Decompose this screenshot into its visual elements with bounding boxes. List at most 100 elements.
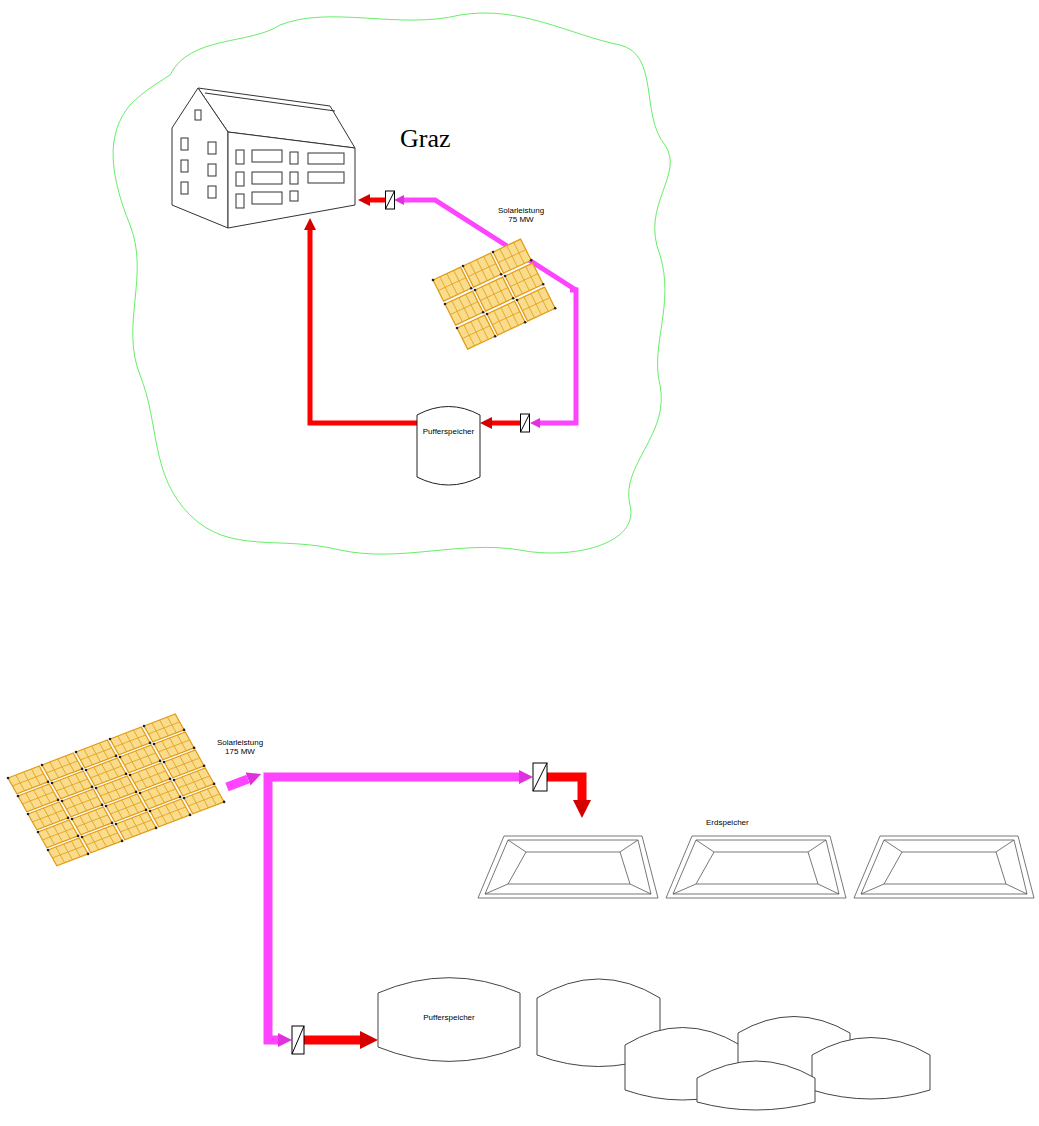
solar-pipe (404, 200, 576, 290)
module-dot (37, 831, 40, 834)
module-line (154, 807, 185, 819)
pit-edge (485, 884, 508, 894)
module-line (120, 820, 151, 832)
module-dot (87, 853, 90, 856)
node-label: Pufferspeicher (423, 427, 474, 436)
module-line (450, 302, 478, 315)
module-dot (189, 814, 192, 817)
module-dot (75, 751, 78, 754)
module-dot (456, 327, 459, 330)
module-dot (432, 279, 435, 282)
module-dot (153, 743, 156, 746)
window (308, 153, 344, 164)
solar-module (82, 825, 122, 853)
heat-pipe (310, 230, 417, 423)
solar-field-shape (430, 200, 570, 352)
module-line (188, 794, 219, 806)
solar-field-shape (5, 688, 271, 872)
pit-edge (673, 884, 696, 894)
window (290, 152, 298, 164)
module-dot (121, 840, 124, 843)
solar-pipe (268, 777, 278, 1040)
module-line (124, 753, 155, 765)
module-dot (145, 809, 148, 812)
city-region: Solarleistung 75 MWPufferspeicherGraz (100, 5, 675, 565)
window (290, 191, 298, 201)
module-dot (109, 738, 112, 741)
solar-module (457, 315, 495, 349)
heat-exchanger-line (386, 191, 395, 209)
pit-storage (478, 836, 658, 898)
module-line (56, 779, 87, 791)
heat-exchanger (292, 1026, 304, 1054)
node-label: Graz (400, 125, 451, 154)
window (308, 172, 344, 183)
module-line (134, 771, 165, 783)
solar-outlet-pipe (227, 779, 248, 787)
module-dot (169, 778, 172, 781)
module-dot (524, 321, 527, 324)
module-line (522, 298, 550, 311)
module-dot (119, 756, 122, 759)
window (208, 186, 216, 198)
module-line (468, 264, 496, 277)
solar-module (48, 838, 88, 866)
pit-outline (854, 836, 1034, 898)
module-line (492, 312, 520, 325)
module-line (438, 278, 466, 291)
module-dot (542, 283, 545, 286)
module-dot (173, 779, 176, 782)
module-line (462, 326, 490, 339)
module-dot (149, 742, 152, 745)
module-line (510, 274, 538, 287)
building-gable (172, 88, 228, 228)
module-dot (115, 755, 118, 758)
solar-module (517, 287, 555, 321)
module-dot (47, 781, 50, 784)
module-dot (17, 795, 20, 798)
buffer-tank-shape (417, 405, 480, 487)
module-dot (462, 265, 465, 268)
module-dot (51, 782, 54, 785)
module-dot (500, 273, 503, 276)
module-dot (494, 335, 497, 338)
window (236, 150, 244, 164)
pit-edge (808, 840, 826, 852)
building (172, 88, 355, 228)
buffer-tank (417, 407, 480, 486)
module-line (110, 802, 141, 814)
pit-edge (884, 840, 902, 852)
module-dot (7, 777, 10, 780)
buffer-tank: Pufferspeicher (378, 975, 520, 1065)
module-line (178, 776, 209, 788)
module-line (158, 740, 189, 752)
heat-exchanger-line (292, 1026, 304, 1054)
module-dot (81, 836, 84, 839)
module-line (66, 797, 97, 809)
solar-field: Solarleistung 175 MW (5, 688, 271, 872)
pit-edge (696, 840, 714, 852)
buffer-tank: Pufferspeicher (417, 405, 480, 487)
pit-edge (818, 884, 839, 894)
pit-storage-group-shape (478, 818, 1035, 898)
window (236, 172, 244, 186)
module-dot (27, 813, 30, 816)
heat-exchanger (292, 1026, 304, 1054)
module-dot (143, 725, 146, 728)
window (181, 138, 188, 150)
solar-field (432, 239, 557, 349)
module-dot (57, 799, 60, 802)
pit-storage-group: Erdspeicher (478, 818, 1035, 898)
buffer-tank (378, 978, 520, 1062)
storage-tanks (537, 979, 930, 1110)
city-outline (113, 13, 670, 554)
module-dot (482, 311, 485, 314)
heat-exchanger (521, 414, 530, 432)
module-dot (125, 773, 128, 776)
module-dot (492, 251, 495, 254)
heat-pipe (492, 421, 520, 426)
module-line (480, 288, 508, 301)
pit-outline (884, 852, 1006, 884)
